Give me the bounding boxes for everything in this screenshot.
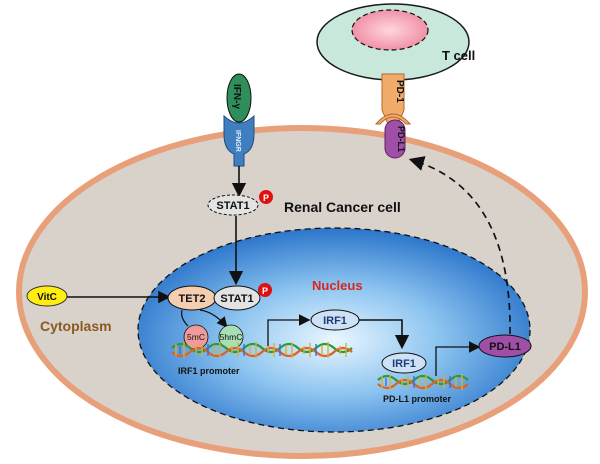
arrow-tet2-to-5hmc [199,309,228,328]
arrow-promoter-to-irf1 [267,314,311,346]
irf1-lower-label: IRF1 [392,358,416,370]
irf1-upper-label: IRF1 [323,315,347,327]
pdl1-membrane-protein [384,119,406,159]
pdl1-promoter-label: PD-L1 promoter [383,394,452,404]
ifngr-receptor [223,114,255,167]
arrow-irf1-to-irf1 [359,319,410,350]
pdl1-promoter-dna [377,374,469,390]
ifn-gamma-label: IFN-γ [231,84,242,109]
phospho-nucleus [258,283,272,297]
phospho-nucleus-label: P [262,286,268,296]
tet2-label: TET2 [179,293,206,305]
nucleus-label: Nucleus [312,278,363,293]
ifn-gamma-ligand [226,73,252,123]
5hmc-label: 5hmC [220,332,243,342]
irf1-promoter-label: IRF1 promoter [178,366,240,376]
renal-cancer-cell-label: Renal Cancer cell [284,199,401,215]
stat1-cytoplasm-label: STAT1 [216,200,249,212]
vitc-molecule [26,285,68,307]
pd1-label: PD-1 [394,80,405,103]
cytoplasm-label: Cytoplasm [40,318,112,334]
phospho-cytoplasm [259,190,273,204]
pdl1-nucleus-label: PD-L1 [489,341,521,353]
pd1-receptor [381,73,405,125]
5mc-label: 5mC [187,332,205,342]
t-cell-label: T cell [442,48,475,63]
irf1-protein-lower [381,352,427,374]
vitc-label: VitC [37,292,57,303]
stat1-nucleus-label: STAT1 [220,293,253,305]
arrow-promoter-to-pdl1 [435,341,481,376]
ifngr-label: IFNGR [234,130,241,152]
arrow-tet2-to-5mc [181,309,189,327]
stat1-nucleus [213,285,261,311]
pd1-receptor-fork [374,113,412,125]
pdl1-nucleus-protein [478,334,532,358]
t-cell-nucleus [351,9,429,51]
pdl1-membrane-label: PD-L1 [396,126,406,152]
phospho-cytoplasm-label: P [263,193,269,203]
stat1-cytoplasm [207,194,259,216]
irf1-promoter-dna [171,342,353,358]
